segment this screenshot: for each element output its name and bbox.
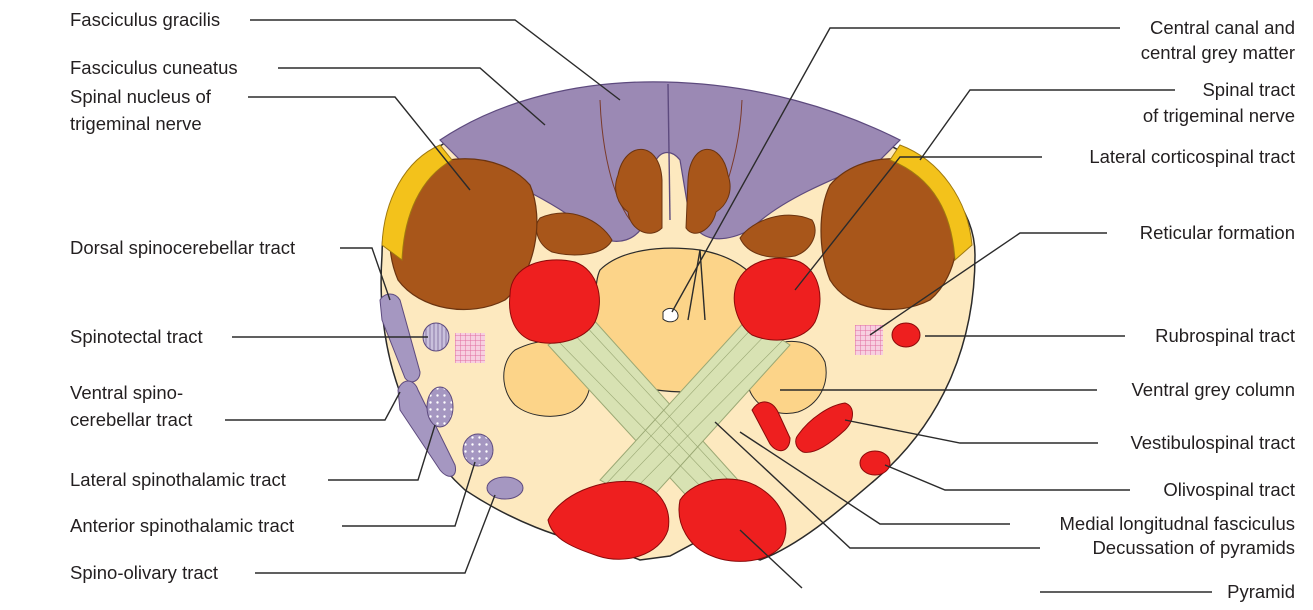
label-spinal-tract-line2: of trigeminal nerve: [1143, 105, 1295, 126]
label-spinal-nucleus-line2: trigeminal nerve: [70, 113, 202, 134]
label-lateral-spinothalamic: Lateral spinothalamic tract: [70, 469, 286, 490]
spino-olivary-tract: [487, 477, 523, 499]
labels-left: Fasciculus gracilis Fasciculus cuneatus …: [70, 9, 295, 583]
reticular-formation-left: [455, 333, 485, 363]
anterior-spinothalamic-tract: [463, 434, 493, 466]
label-fasciculus-cuneatus: Fasciculus cuneatus: [70, 57, 238, 78]
label-anterior-spinothalamic: Anterior spinothalamic tract: [70, 515, 294, 536]
label-vestibulospinal: Vestibulospinal tract: [1130, 432, 1295, 453]
lateral-spinothalamic-tract: [427, 387, 453, 427]
olivospinal-tract: [860, 451, 890, 475]
label-pyramid: Pyramid: [1227, 581, 1295, 602]
lateral-corticospinal-tract-left: [510, 260, 600, 343]
label-spino-olivary: Spino-olivary tract: [70, 562, 218, 583]
label-medial-longitudinal: Medial longitudnal fasciculus: [1060, 513, 1296, 534]
labels-right: Central canal and central grey matter Sp…: [1060, 17, 1296, 602]
label-spinal-tract-line1: Spinal tract: [1202, 79, 1295, 100]
leader-olivospinal: [885, 465, 1130, 490]
label-lateral-corticospinal: Lateral corticospinal tract: [1089, 146, 1295, 167]
central-canal: [663, 308, 678, 321]
label-olivospinal: Olivospinal tract: [1163, 479, 1295, 500]
rubrospinal-tract: [892, 323, 920, 347]
label-rubrospinal: Rubrospinal tract: [1155, 325, 1295, 346]
label-ventral-spino-line1: Ventral spino-: [70, 382, 183, 403]
leader-ventral-spinocerebellar: [225, 392, 400, 420]
label-reticular-formation: Reticular formation: [1140, 222, 1295, 243]
label-spinal-nucleus-line1: Spinal nucleus of: [70, 86, 212, 107]
label-central-canal-line1: Central canal and: [1150, 17, 1295, 38]
label-spinotectal: Spinotectal tract: [70, 326, 203, 347]
medulla-section: [380, 82, 975, 562]
label-ventral-grey-column: Ventral grey column: [1131, 379, 1295, 400]
label-fasciculus-gracilis: Fasciculus gracilis: [70, 9, 220, 30]
lateral-corticospinal-tract-right: [734, 258, 820, 340]
label-central-canal-line2: central grey matter: [1141, 42, 1295, 63]
label-ventral-spino-line2: cerebellar tract: [70, 409, 192, 430]
label-decussation-pyramids: Decussation of pyramids: [1092, 537, 1295, 558]
leader-fasciculus-gracilis: [250, 20, 620, 100]
label-dorsal-spinocerebellar: Dorsal spinocerebellar tract: [70, 237, 295, 258]
